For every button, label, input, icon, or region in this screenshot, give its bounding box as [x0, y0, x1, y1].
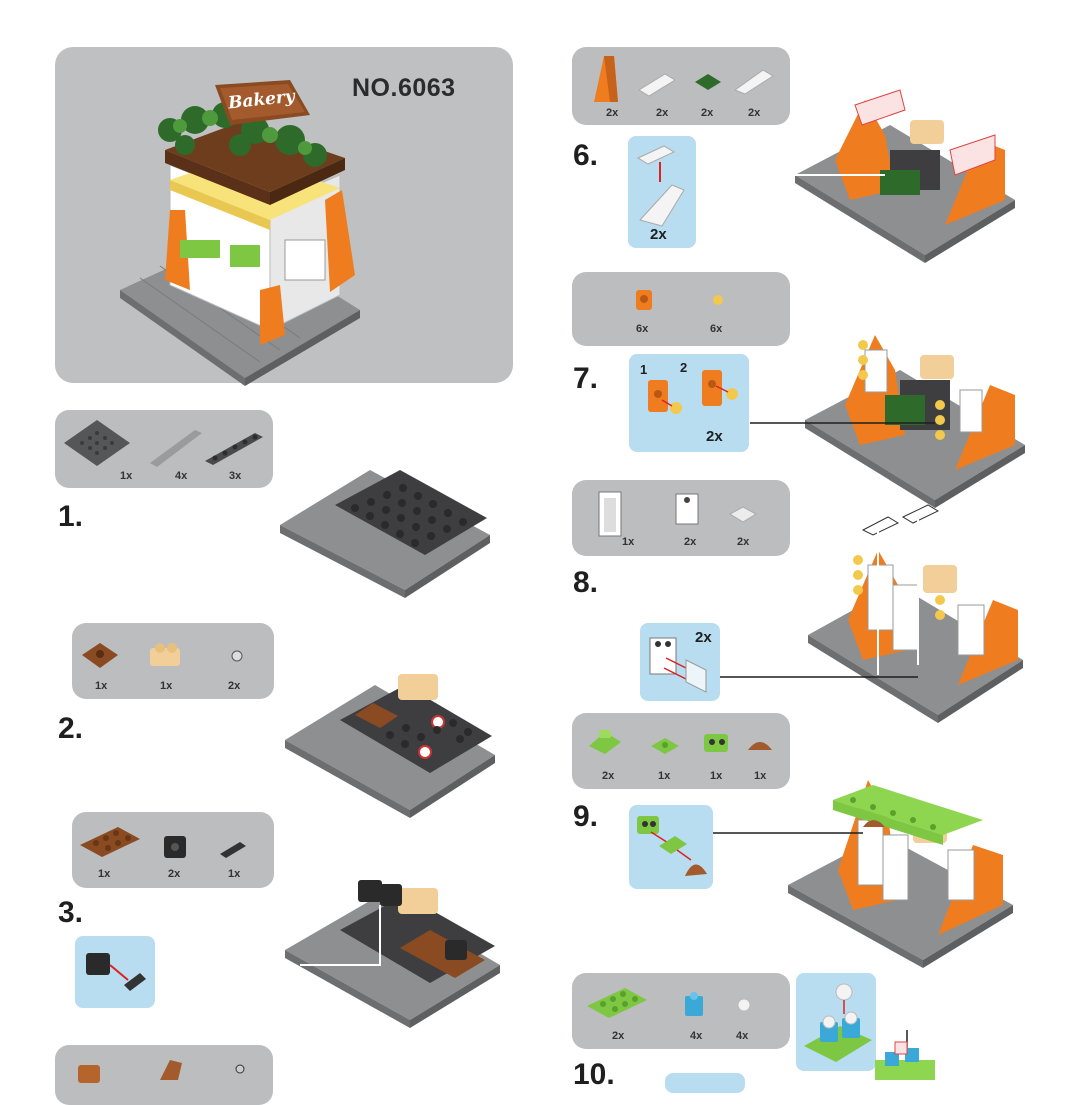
step-number-7: 7.: [573, 362, 599, 395]
brown-plate-part: [82, 643, 118, 668]
step6-part1-qty: 2x: [606, 107, 619, 119]
green-bracket-part: [704, 734, 728, 752]
brown-plate-2x4-part: [80, 827, 140, 857]
step8-part2-qty: 2x: [684, 536, 697, 548]
step2-part1-qty: 1x: [95, 680, 108, 692]
step10-part1-qty: 2x: [612, 1030, 625, 1042]
white-round-part: [737, 998, 751, 1012]
round-white-part: [231, 650, 243, 662]
green-slope-part: [589, 730, 621, 754]
step-number-2: 2.: [58, 712, 84, 745]
step7-part1-qty: 6x: [636, 323, 649, 335]
step2-part3-qty: 2x: [228, 680, 241, 692]
step4-parts-image: [78, 1060, 245, 1083]
step-number-1: 1.: [58, 500, 84, 533]
step3-assembly-image: [285, 880, 500, 1028]
step7-callout-qty: 2x: [706, 428, 723, 445]
step7-sub-label-1: 1: [640, 362, 648, 377]
step-number-6: 6.: [573, 139, 599, 172]
step7-assembly-image: [750, 335, 1025, 508]
blue-brick-part: [685, 992, 703, 1016]
step6-part3-qty: 2x: [701, 107, 714, 119]
white-slope-part-b: [733, 69, 774, 95]
step1-part3-qty: 3x: [229, 470, 242, 482]
tan-brick-part: [150, 643, 180, 666]
step3-part3-qty: 1x: [228, 868, 241, 880]
step9-part3-qty: 1x: [710, 770, 723, 782]
baseplate-8x8-part: [64, 420, 130, 466]
step9-part4-qty: 1x: [754, 770, 767, 782]
step7-sub-label-2: 2: [680, 360, 688, 375]
orange-bracket-part: [636, 290, 652, 310]
white-door-frame-part: [598, 491, 622, 537]
step7-part2-qty: 6x: [710, 323, 723, 335]
bakery-model-image: [120, 80, 360, 386]
step-number-3: 3.: [58, 896, 84, 929]
step8-assembly-image: [720, 504, 1023, 723]
step-number-9: 9.: [573, 800, 599, 833]
black-bracket-part: [164, 836, 186, 858]
step6-part2-qty: 2x: [656, 107, 669, 119]
step1-part2-qty: 4x: [175, 470, 188, 482]
green-plate-2x4-part: [587, 988, 647, 1018]
plate-1x6-part: [205, 433, 263, 465]
step1-assembly-image: [280, 470, 490, 598]
step-number-10: 10.: [573, 1058, 615, 1091]
step1-part1-qty: 1x: [120, 470, 133, 482]
step8-callout-image: [649, 637, 707, 693]
step8-callout-qty: 2x: [695, 629, 712, 646]
black-clip-part: [220, 842, 246, 858]
step3-part2-qty: 2x: [168, 868, 181, 880]
green-tile-part: [651, 738, 679, 754]
green-plate-part: [695, 74, 721, 90]
step6-part4-qty: 2x: [748, 107, 761, 119]
parts-panel-step-7: [572, 272, 790, 346]
step-number-8: 8.: [573, 566, 599, 599]
step10-callout-2: [665, 1073, 745, 1093]
step7-callout-image: [648, 370, 738, 414]
step9-part1-qty: 2x: [602, 770, 615, 782]
step6-callout-qty: 2x: [650, 226, 667, 243]
tile-long-part: [150, 430, 202, 467]
step3-part1-qty: 1x: [98, 868, 111, 880]
step9-callout-image: [637, 816, 707, 876]
step9-part2-qty: 1x: [658, 770, 671, 782]
product-number: NO.6063: [352, 74, 456, 102]
step10-callout-image: [804, 983, 872, 1062]
yellow-round-part: [713, 295, 723, 305]
step9-assembly-image: [713, 780, 1013, 968]
step8-part1-qty: 1x: [622, 536, 635, 548]
step2-assembly-image: [285, 674, 495, 818]
step10-part3-qty: 4x: [736, 1030, 749, 1042]
step6-callout-image: [636, 145, 685, 227]
white-slope-part-a: [638, 73, 676, 97]
step6-assembly-image: [795, 89, 1015, 263]
step8-part3-qty: 2x: [737, 536, 750, 548]
step10-part2-qty: 4x: [690, 1030, 703, 1042]
white-window-part: [675, 493, 699, 525]
step2-part2-qty: 1x: [160, 680, 173, 692]
step10-assembly-image: [875, 1030, 935, 1080]
clear-tile-part: [728, 506, 758, 523]
orange-slope-part: [594, 56, 618, 102]
step3-callout-image: [86, 953, 146, 991]
brown-croissant-part: [748, 742, 772, 750]
